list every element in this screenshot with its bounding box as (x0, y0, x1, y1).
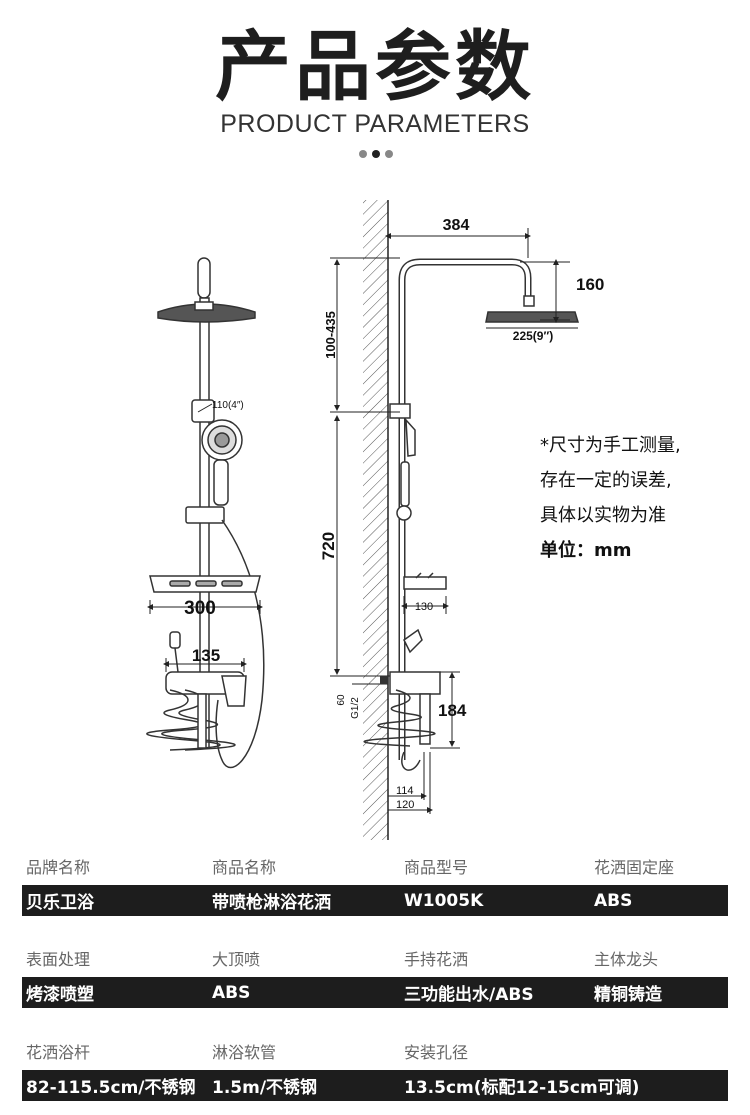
note-line: 存在一定的误差, (540, 470, 672, 491)
dim-100-435: 100-435 (323, 311, 338, 359)
spec-label: 大顶喷 (212, 950, 261, 969)
spec-value: 1.5m/不锈钢 (212, 1078, 318, 1098)
note-line: 具体以实物为准 (540, 505, 666, 526)
side-view (363, 258, 580, 771)
spec-label: 商品名称 (212, 858, 277, 877)
spec-values: 82-115.5cm/不锈钢 1.5m/不锈钢 13.5cm(标配12-15cm… (22, 1070, 728, 1101)
dim-60: 60 (336, 694, 347, 706)
spec-value: 13.5cm(标配12-15cm可调) (404, 1078, 640, 1098)
dim-130: 130 (415, 601, 433, 613)
spec-value: ABS (212, 982, 251, 1003)
spec-group-1: 品牌名称 商品名称 商品型号 花洒固定座 贝乐卫浴 带喷枪淋浴花洒 W1005K… (22, 853, 728, 916)
dim-300: 300 (184, 598, 216, 619)
spec-label: 花洒浴杆 (26, 1043, 91, 1062)
dim-g12: G1/2 (350, 697, 361, 719)
spec-label: 安装孔径 (404, 1043, 469, 1062)
spec-label: 花洒固定座 (594, 858, 675, 877)
spec-label: 商品型号 (404, 858, 469, 877)
page-title: 产品参数 (215, 22, 535, 111)
spec-label: 主体龙头 (594, 950, 659, 969)
pagination-dots (359, 150, 393, 158)
spec-label: 品牌名称 (26, 858, 91, 877)
spec-values: 烤漆喷塑 ABS 三功能出水/ABS 精铜铸造 (22, 977, 728, 1008)
dim-135: 135 (192, 646, 220, 665)
note-line: 单位：mm (540, 540, 632, 561)
side-dimensions (330, 228, 578, 814)
dim-384: 384 (443, 217, 470, 234)
spec-labels: 表面处理 大顶喷 手持花洒 主体龙头 (22, 945, 728, 971)
dim-120: 120 (396, 799, 414, 811)
dim-160: 160 (576, 275, 604, 294)
dim-225: 225(9″) (513, 329, 553, 343)
spec-value: ABS (594, 890, 633, 911)
dim-720: 720 (319, 532, 338, 560)
spec-value: 贝乐卫浴 (26, 893, 94, 913)
spec-group-2: 表面处理 大顶喷 手持花洒 主体龙头 烤漆喷塑 ABS 三功能出水/ABS 精铜… (22, 945, 728, 1008)
dim-110: 110(4″) (212, 400, 244, 411)
wall-hatch (363, 200, 388, 840)
note-line: *尺寸为手工测量, (540, 435, 681, 456)
spec-labels: 品牌名称 商品名称 商品型号 花洒固定座 (22, 853, 728, 879)
front-view (146, 257, 265, 769)
spec-values: 贝乐卫浴 带喷枪淋浴花洒 W1005K ABS (22, 885, 728, 916)
wall-fitting (380, 676, 388, 684)
dim-114: 114 (396, 785, 414, 797)
spec-value: W1005K (404, 890, 484, 911)
dot-active (372, 150, 380, 158)
spec-value: 烤漆喷塑 (26, 985, 94, 1005)
measurement-note: *尺寸为手工测量, 存在一定的误差, 具体以实物为准 单位：mm (540, 428, 681, 568)
spec-label: 淋浴软管 (212, 1043, 277, 1062)
spec-value: 三功能出水/ABS (404, 985, 534, 1005)
technical-drawing: 300 135 110(4″) (146, 200, 604, 840)
spec-labels: 花洒浴杆 淋浴软管 安装孔径 (22, 1038, 728, 1064)
spec-value: 带喷枪淋浴花洒 (212, 893, 331, 913)
spec-value: 精铜铸造 (594, 985, 662, 1005)
spec-group-3: 花洒浴杆 淋浴软管 安装孔径 82-115.5cm/不锈钢 1.5m/不锈钢 1… (22, 1038, 728, 1101)
spec-label: 表面处理 (26, 950, 91, 969)
dim-184: 184 (438, 701, 467, 720)
spec-value: 82-115.5cm/不锈钢 (26, 1078, 196, 1098)
spec-label: 手持花洒 (404, 950, 469, 969)
dot (385, 150, 393, 158)
dot (359, 150, 367, 158)
page-subtitle: PRODUCT PARAMETERS (220, 110, 530, 138)
front-dimensions (147, 403, 263, 672)
